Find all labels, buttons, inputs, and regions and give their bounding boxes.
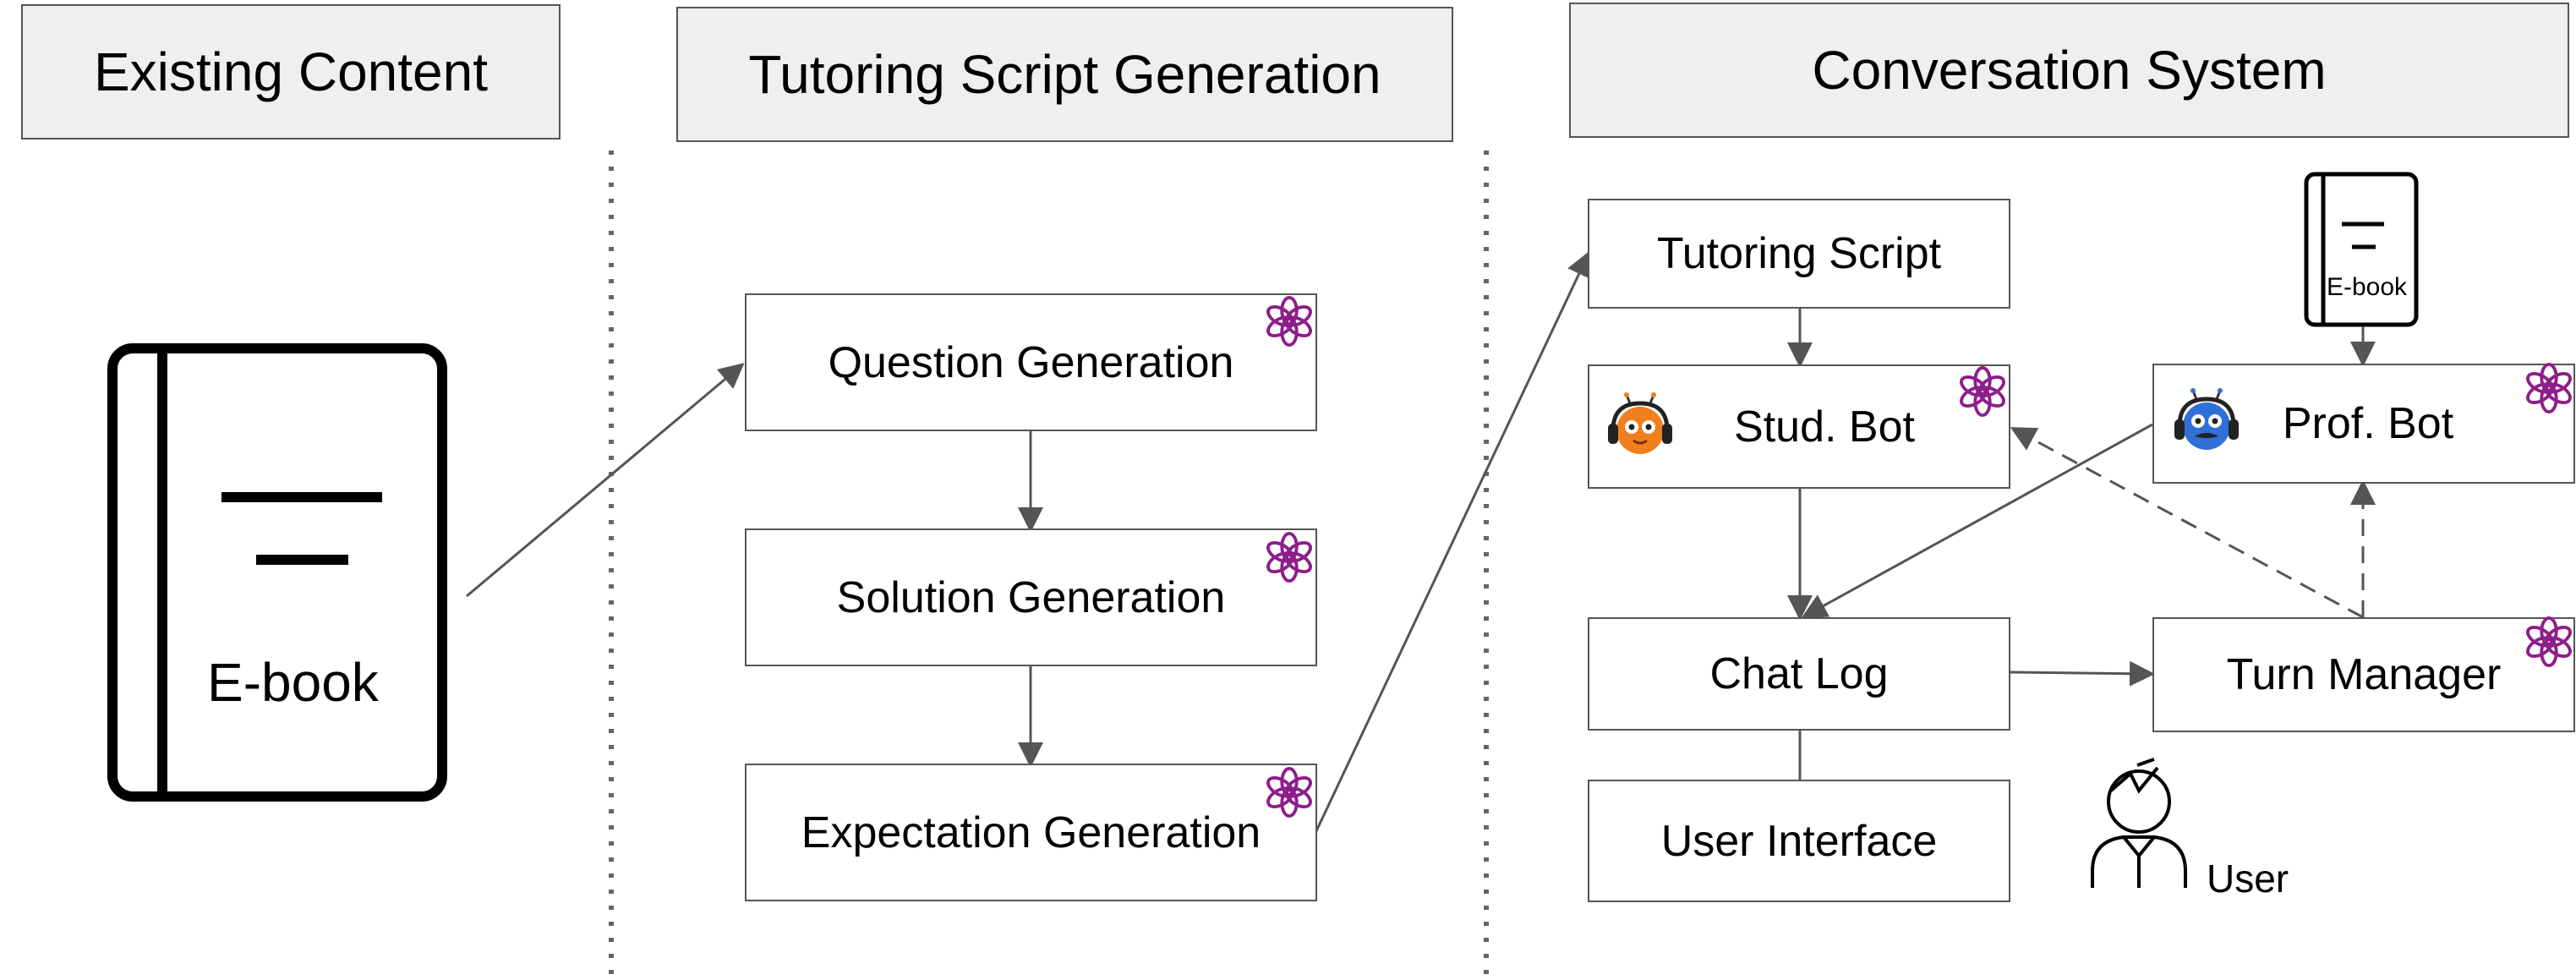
user-label: User: [2207, 857, 2289, 901]
header-tutoring-script-generation-label: Tutoring Script Generation: [748, 44, 1381, 105]
tutoring-script-label: Tutoring Script: [1656, 229, 1942, 278]
arrow-chat-log-to-turn-manager: [2010, 660, 2155, 687]
stud-bot-label: Stud. Bot: [1734, 402, 1915, 452]
user-interface-label: User Interface: [1660, 816, 1938, 866]
expectation-generation-box: Expectation Generation: [745, 764, 1317, 901]
solution-generation-box: Solution Generation: [745, 528, 1317, 666]
header-tutoring-script-generation: Tutoring Script Generation: [676, 7, 1453, 142]
prof-bot-box: Prof. Bot: [2152, 364, 2575, 484]
arrow-prof-bot-to-chat-log: [1801, 423, 2153, 618]
ebook-icon-small: [2304, 172, 2419, 327]
openai-icon-solution: [1266, 531, 1312, 583]
user-icon: [2091, 758, 2187, 888]
openai-icon-prof-bot: [2526, 362, 2572, 414]
stud-bot-icon: [1608, 392, 1672, 454]
question-generation-label: Question Generation: [828, 337, 1234, 387]
turn-manager-label: Turn Manager: [2226, 650, 2502, 699]
header-conversation-system-label: Conversation System: [1812, 40, 2327, 101]
header-existing-content-label: Existing Content: [93, 41, 489, 102]
ebook-small-label: E-book: [2327, 273, 2408, 301]
turn-manager-box: Turn Manager: [2152, 617, 2575, 732]
solution-generation-label: Solution Generation: [836, 572, 1226, 622]
stud-bot-box: Stud. Bot: [1588, 364, 2010, 489]
prof-bot-icon: [2174, 388, 2239, 450]
openai-icon-question: [1266, 295, 1312, 348]
arrow-expectation-to-script: [1314, 250, 1591, 834]
dashed-arrow-turn-manager-to-stud-bot: [2010, 427, 2364, 619]
prof-bot-label: Prof. Bot: [2282, 399, 2454, 448]
ebook-icon-large: [107, 343, 447, 802]
arrow-ebook-to-question: [466, 363, 745, 598]
question-generation-box: Question Generation: [745, 293, 1317, 431]
header-conversation-system: Conversation System: [1569, 3, 2569, 138]
chat-log-box: Chat Log: [1588, 617, 2010, 731]
tutoring-script-box: Tutoring Script: [1588, 199, 2010, 309]
header-existing-content: Existing Content: [21, 4, 561, 140]
openai-icon-turn-manager: [2526, 616, 2572, 668]
chat-log-label: Chat Log: [1709, 649, 1889, 698]
ebook-large-label: E-book: [207, 652, 379, 713]
user-interface-box: User Interface: [1588, 780, 2010, 902]
openai-icon-stud-bot: [1960, 365, 2005, 418]
expectation-generation-label: Expectation Generation: [801, 808, 1261, 857]
openai-icon-expectation: [1266, 766, 1312, 818]
